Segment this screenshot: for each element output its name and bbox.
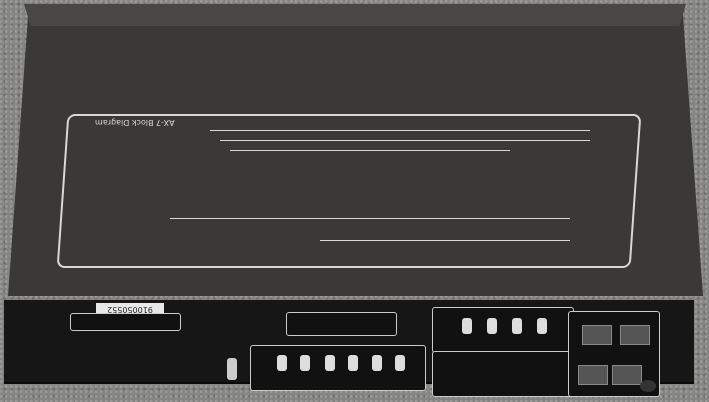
diagram-line	[170, 218, 570, 219]
info-plate	[70, 313, 181, 331]
rca-jack	[300, 355, 310, 371]
rca-jack	[395, 355, 405, 371]
top-cover-edge	[24, 4, 686, 26]
diagram-line	[320, 240, 570, 241]
rca-jack	[537, 318, 547, 334]
power-cord	[640, 380, 656, 392]
block-diagram-frame	[56, 114, 642, 268]
model-plate	[286, 312, 397, 336]
ac-outlet	[620, 325, 650, 345]
rca-jack	[348, 355, 358, 371]
rca-jack	[512, 318, 522, 334]
jack-panel-upper	[432, 307, 574, 353]
ac-outlet	[578, 365, 608, 385]
diagram-line	[210, 130, 590, 131]
diagram-line	[220, 140, 590, 141]
rca-jack	[325, 355, 335, 371]
rca-jack	[487, 318, 497, 334]
rca-jack	[462, 318, 472, 334]
diagram-title: AX-7 Block Diagram	[95, 118, 175, 127]
jack-panel-lower	[432, 351, 574, 397]
diagram-line	[230, 150, 510, 151]
ac-outlet	[582, 325, 612, 345]
ground-terminal-knob	[227, 358, 237, 380]
rca-jack	[277, 355, 287, 371]
rca-jack	[372, 355, 382, 371]
ac-outlet	[612, 365, 642, 385]
